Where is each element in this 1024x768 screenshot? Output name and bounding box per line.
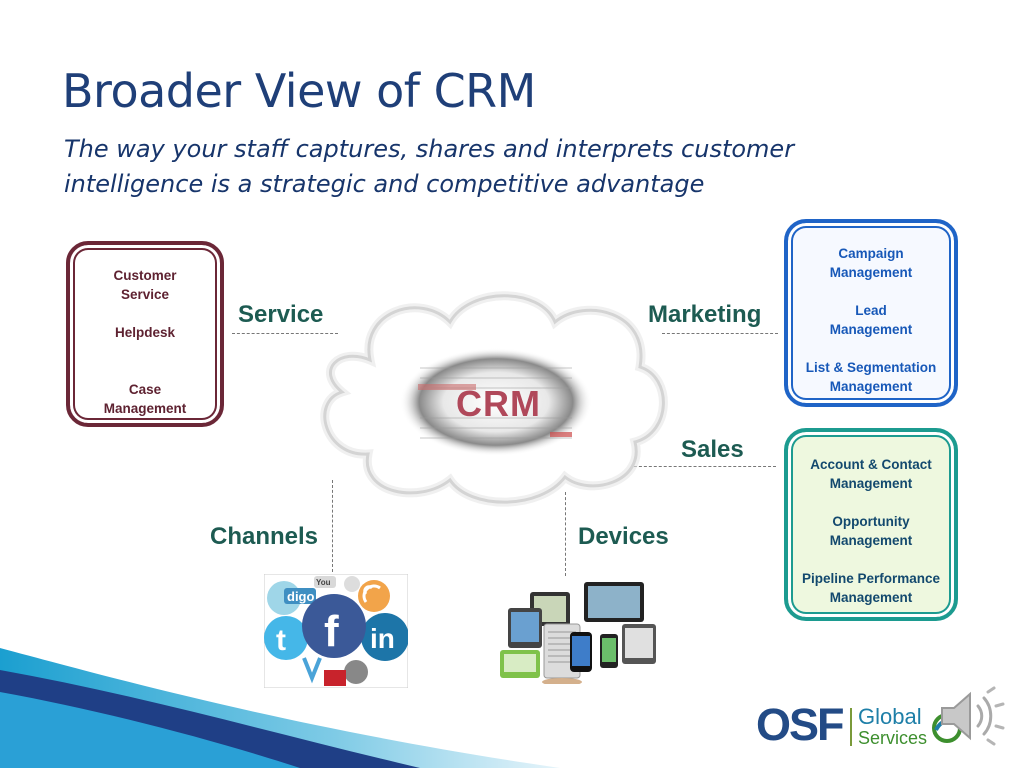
osf-logo-text: OSF [756, 699, 845, 750]
logo-services-text: Services [858, 728, 928, 748]
corner-swoosh-decoration [0, 648, 560, 768]
marketing-connector [662, 333, 778, 334]
devices-connector [565, 492, 566, 576]
twitter-icon: t [276, 624, 286, 657]
cloud-shape [320, 291, 668, 507]
service-box-line: Customer [113, 268, 177, 283]
service-box-line [70, 361, 220, 380]
marketing-box: Campaign Management Lead Management List… [784, 219, 958, 407]
marketing-box-line [788, 339, 954, 358]
sales-box-line: Management [829, 533, 913, 548]
marketing-box-line: List & Segmentation [805, 360, 937, 375]
service-box-line: Case [128, 382, 162, 397]
slide-title: Broader View of CRM [62, 64, 536, 118]
sales-box-line: Account & Contact [810, 457, 932, 472]
crm-center-label: CRM [456, 383, 541, 424]
sales-box-line: Management [829, 476, 913, 491]
devices-label: Devices [578, 523, 669, 550]
service-box-line [70, 304, 220, 323]
sales-box-line: Management [829, 590, 913, 605]
sales-box: Account & Contact Management Opportunity… [784, 428, 958, 621]
marketing-box-line: Lead [855, 303, 887, 318]
subtitle-line-1: The way your staff captures, shares and … [64, 135, 795, 163]
service-box: Customer Service Helpdesk Case Managemen… [66, 241, 224, 427]
service-box-line [70, 342, 220, 361]
sales-box-line [788, 493, 954, 512]
slide-subtitle: The way your staff captures, shares and … [64, 132, 944, 202]
sales-box-line [788, 550, 954, 569]
service-box-line: Service [120, 287, 170, 302]
channels-label: Channels [210, 523, 319, 550]
channels-connector [332, 480, 333, 572]
facebook-icon: f [324, 607, 339, 656]
marketing-box-line: Management [829, 265, 913, 280]
service-box-line: Helpdesk [114, 325, 176, 340]
speaker-icon[interactable] [936, 686, 1006, 746]
linkedin-icon: in [370, 623, 395, 654]
marketing-label: Marketing [648, 301, 762, 328]
service-connector [232, 333, 338, 334]
logo-separator [850, 708, 852, 746]
social-media-collage: You digo t in f [264, 574, 408, 688]
marketing-box-line: Management [829, 322, 913, 337]
subtitle-line-2: intelligence is a strategic and competit… [64, 170, 705, 198]
marketing-box-line: Management [829, 379, 913, 394]
youtube-icon: You [316, 578, 331, 587]
sales-label: Sales [681, 436, 744, 463]
service-box-line: Management [103, 401, 187, 416]
logo-global-text: Global [858, 704, 922, 729]
digo-icon: digo [287, 589, 314, 604]
marketing-box-line: Campaign [838, 246, 904, 261]
sales-connector [624, 466, 776, 467]
service-label: Service [238, 301, 324, 328]
devices-collage [500, 578, 664, 684]
sales-box-line: Opportunity [832, 514, 910, 529]
marketing-box-line [788, 282, 954, 301]
sales-box-line: Pipeline Performance [801, 571, 941, 586]
